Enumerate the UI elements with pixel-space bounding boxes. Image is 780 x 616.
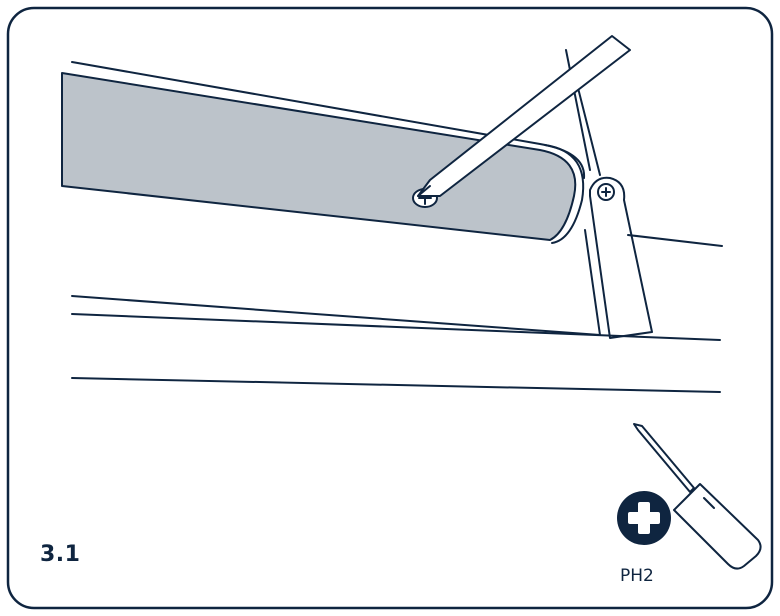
screwdriver-shaft xyxy=(417,35,631,197)
armrest-panel-rim xyxy=(544,144,585,244)
pivot-screw-cross xyxy=(601,187,611,197)
tool-label: PH2 xyxy=(620,566,654,586)
screwdriver-tip xyxy=(417,185,431,197)
tool-screwdriver-illustration xyxy=(633,423,762,570)
base-rail xyxy=(71,377,721,393)
assembly-drawing xyxy=(61,35,723,393)
step-number: 3.1 xyxy=(40,542,81,567)
support-post-right-edge xyxy=(575,79,601,176)
pivot-bracket xyxy=(589,176,653,339)
screwdriver-in-use xyxy=(417,35,631,197)
lower-rail-bottom xyxy=(71,313,721,341)
tool-screwdriver-handle xyxy=(673,483,762,570)
card-border xyxy=(6,6,774,610)
upper-rail xyxy=(71,61,586,179)
phillips-badge xyxy=(617,491,671,545)
phillips-cross-v xyxy=(638,502,650,534)
frame-line-right-upper xyxy=(627,234,723,247)
armrest-panel xyxy=(61,72,577,241)
tool-handle-grip xyxy=(703,497,715,509)
lower-rail-top xyxy=(71,295,601,336)
tool-screwdriver-shaft xyxy=(633,423,695,493)
